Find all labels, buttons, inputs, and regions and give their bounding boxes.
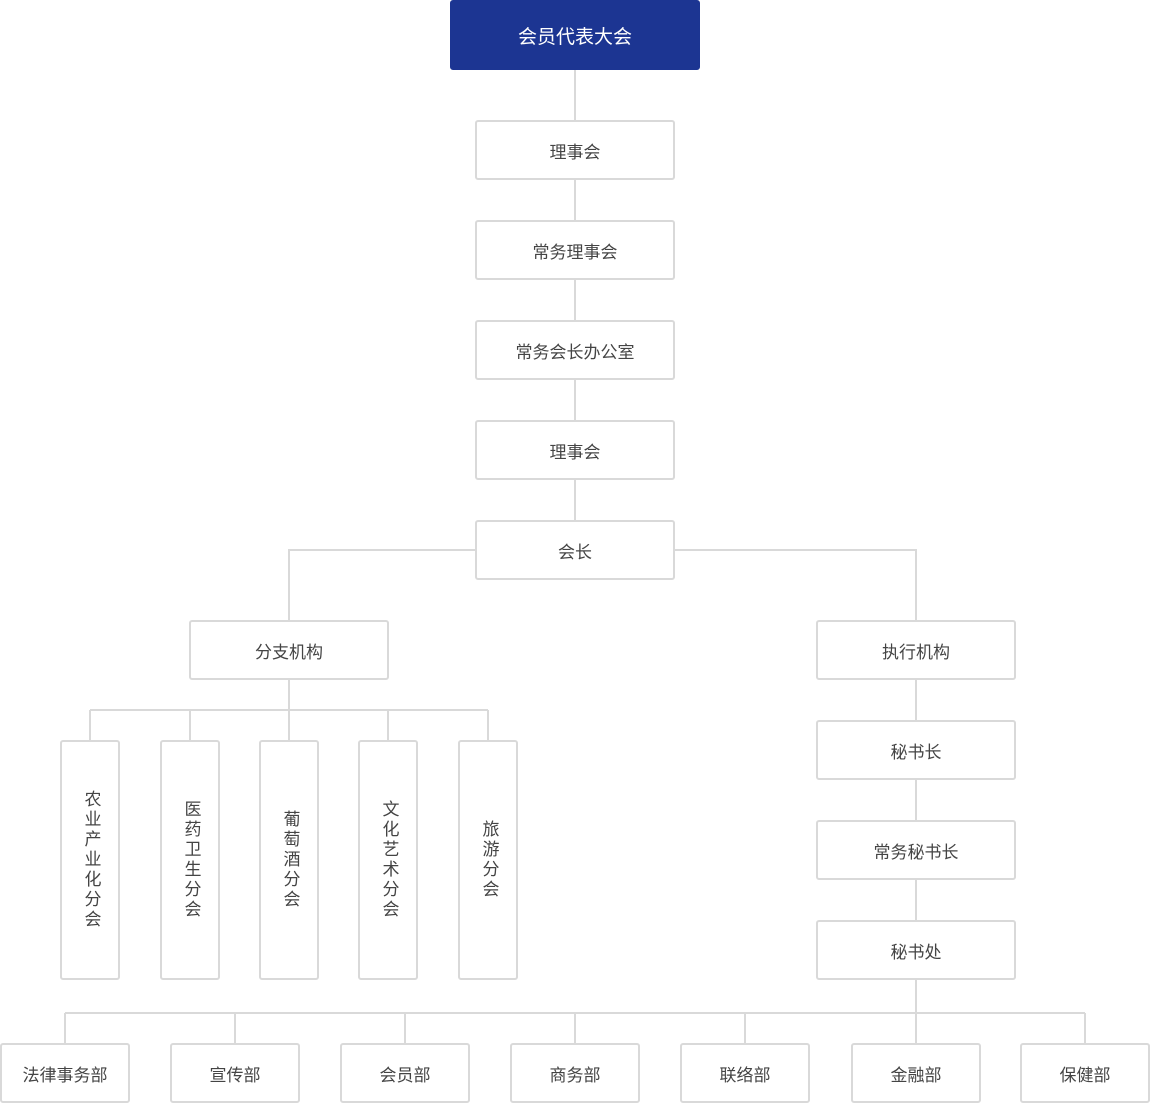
node-branch-child-label: 文化艺术分会 <box>378 800 399 920</box>
node-dept-liaison: 联络部 <box>680 1043 810 1103</box>
node-dept-membership: 会员部 <box>340 1043 470 1103</box>
node-standing-secretary-general: 常务秘书长 <box>816 820 1016 880</box>
node-secretary-general: 秘书长 <box>816 720 1016 780</box>
node-members-congress: 会员代表大会 <box>450 0 700 70</box>
node-branch-child-4: 文化艺术分会 <box>358 740 418 980</box>
node-branch-child-label: 医药卫生分会 <box>180 800 201 920</box>
node-branch-child-label: 旅游分会 <box>478 820 499 900</box>
connector-to-left-branch <box>288 549 476 621</box>
node-council: 理事会 <box>475 120 675 180</box>
node-dept-publicity: 宣传部 <box>170 1043 300 1103</box>
node-dept-healthcare: 保健部 <box>1020 1043 1150 1103</box>
node-council-2: 理事会 <box>475 420 675 480</box>
node-standing-council: 常务理事会 <box>475 220 675 280</box>
node-secretariat: 秘书处 <box>816 920 1016 980</box>
node-president: 会长 <box>475 520 675 580</box>
node-branch-child-5: 旅游分会 <box>458 740 518 980</box>
node-president-office: 常务会长办公室 <box>475 320 675 380</box>
node-branch-child-2: 医药卫生分会 <box>160 740 220 980</box>
node-branch-organizations: 分支机构 <box>189 620 389 680</box>
node-dept-finance: 金融部 <box>851 1043 981 1103</box>
node-branch-child-label: 葡萄酒分会 <box>279 810 300 910</box>
node-executive-organizations: 执行机构 <box>816 620 1016 680</box>
node-branch-child-3: 葡萄酒分会 <box>259 740 319 980</box>
node-dept-business: 商务部 <box>510 1043 640 1103</box>
node-dept-legal: 法律事务部 <box>0 1043 130 1103</box>
node-branch-child-1: 农业产业化分会 <box>60 740 120 980</box>
node-branch-child-label: 农业产业化分会 <box>80 790 101 930</box>
connector-to-right-branch <box>674 549 917 621</box>
